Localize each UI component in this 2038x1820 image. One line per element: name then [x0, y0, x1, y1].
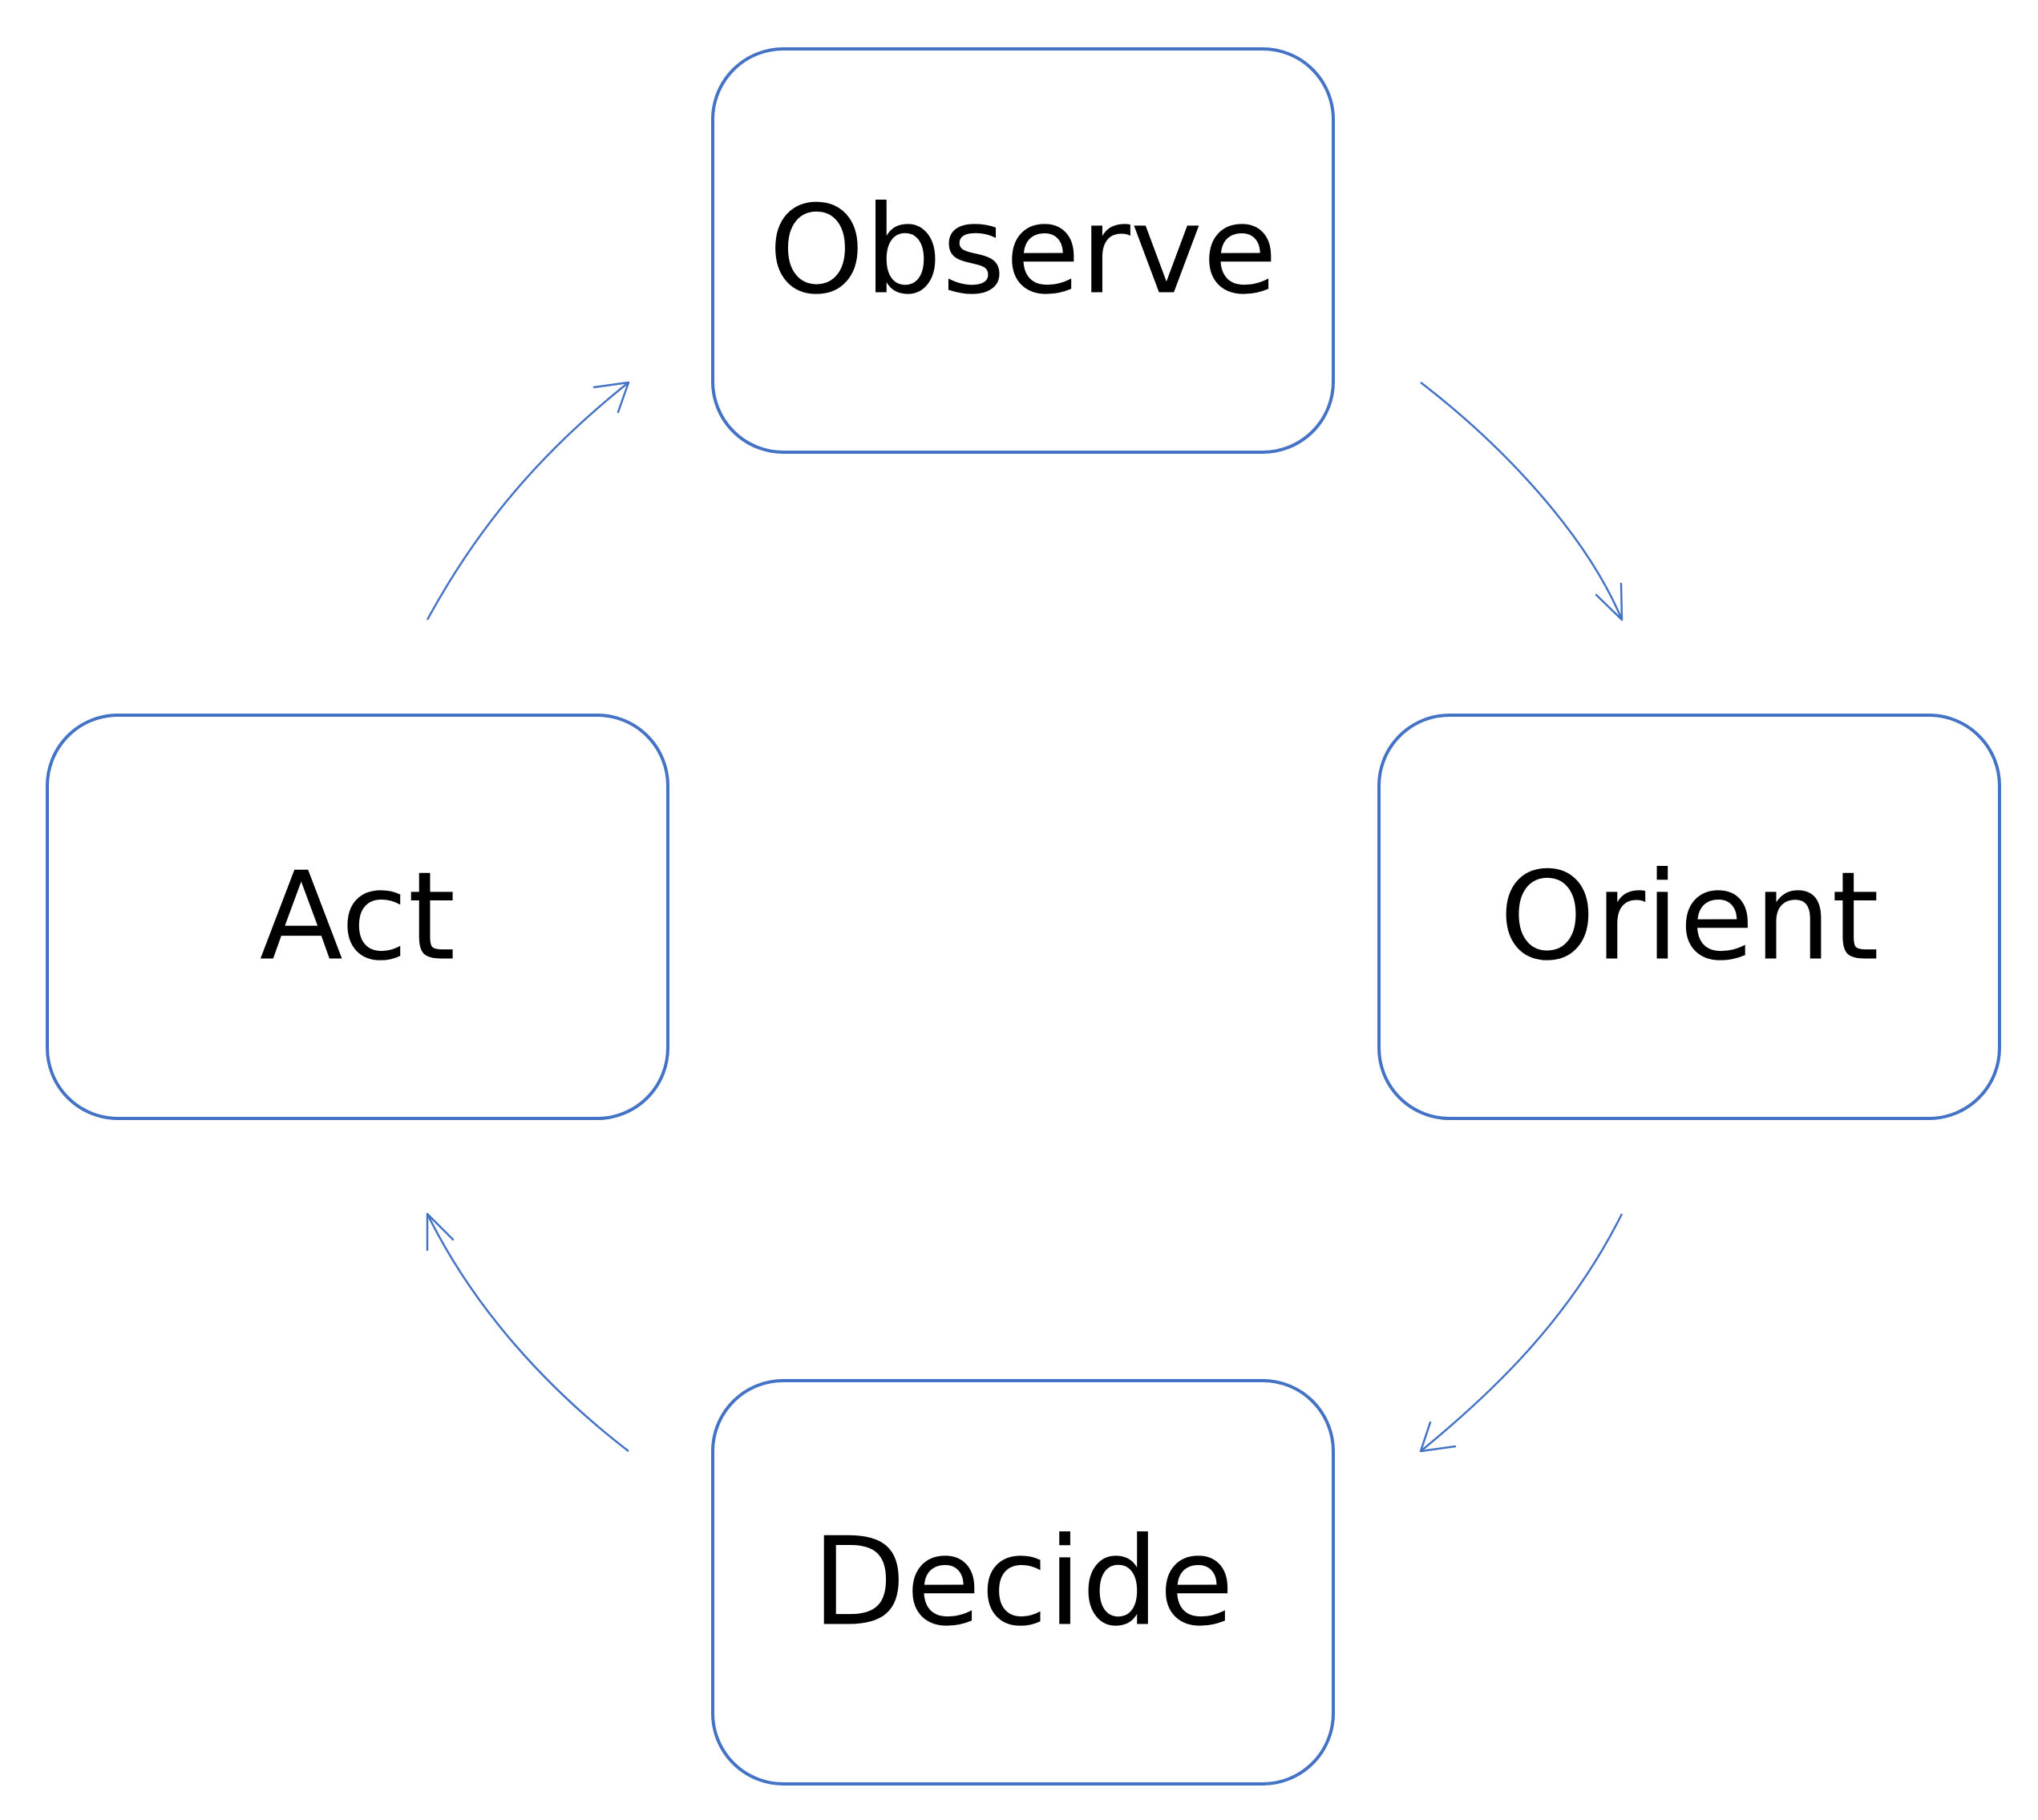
- arrow-observe-to-orient-head: [1595, 582, 1624, 621]
- arrow-act-to-observe-head: [592, 381, 630, 414]
- node-observe-label: Observe: [769, 180, 1278, 322]
- node-act: Act: [46, 714, 669, 1120]
- arrow-observe-to-orient: [1420, 382, 1624, 621]
- arrow-act-to-observe-line: [426, 382, 629, 621]
- node-observe-box: [711, 47, 1335, 454]
- node-decide-label: Decide: [812, 1511, 1234, 1653]
- arrow-decide-to-act: [426, 1212, 629, 1452]
- node-orient-label: Orient: [1499, 846, 1879, 988]
- arrow-decide-to-act-head: [426, 1212, 455, 1252]
- node-orient: Orient: [1377, 714, 2001, 1120]
- node-observe: Observe: [711, 47, 1335, 454]
- arrow-decide-to-act-line: [426, 1213, 629, 1452]
- node-orient-box: [1377, 714, 2001, 1120]
- arrow-act-to-observe: [426, 381, 630, 621]
- node-act-box: [46, 714, 669, 1120]
- node-act-label: Act: [260, 846, 455, 988]
- arrow-orient-to-decide-head: [1419, 1421, 1457, 1453]
- node-decide: Decide: [711, 1379, 1335, 1786]
- arrow-orient-to-decide: [1419, 1213, 1624, 1453]
- node-decide-box: [711, 1379, 1335, 1786]
- arrow-orient-to-decide-line: [1420, 1213, 1624, 1452]
- arrow-observe-to-orient-line: [1420, 382, 1624, 621]
